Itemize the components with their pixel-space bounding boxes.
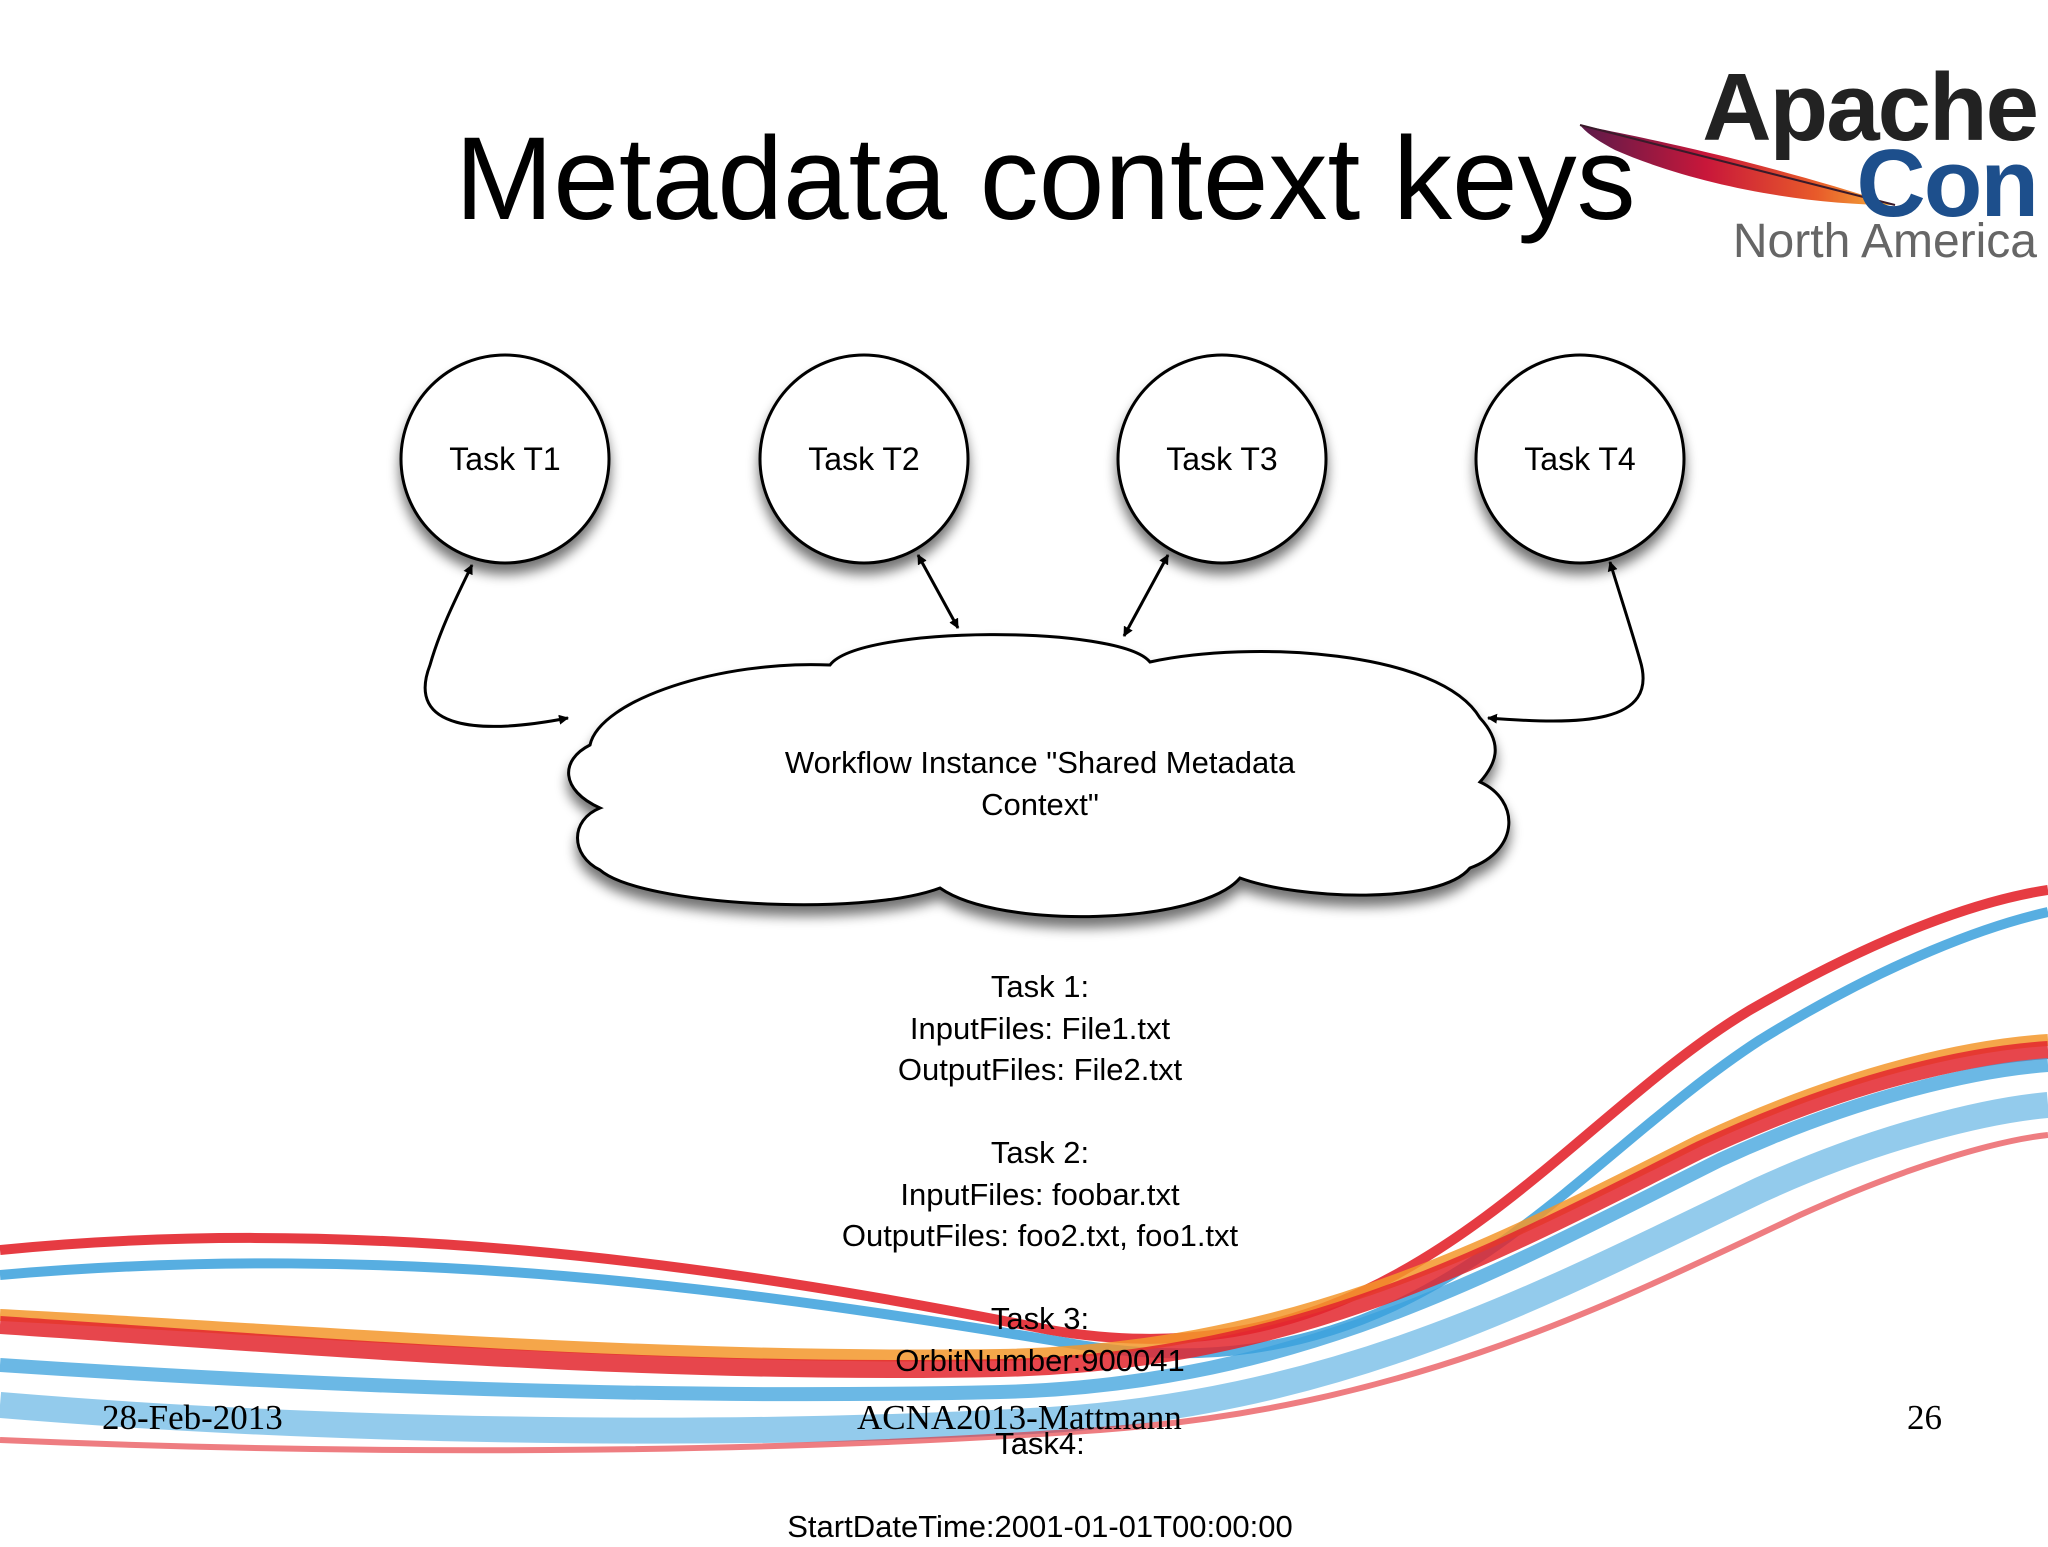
connector-t1 (425, 565, 568, 726)
metadata-text-line: OutputFiles: File2.txt (640, 1049, 1440, 1091)
footer-date: 28-Feb-2013 (102, 1398, 283, 1438)
task-label-t1: Task T1 (400, 441, 610, 478)
connector-t4 (1488, 562, 1643, 721)
task-label-t4: Task T4 (1475, 441, 1685, 478)
footer-center-text: ACNA2013-Mattmann (857, 1398, 1182, 1438)
metadata-text-line: InputFiles: File1.txt (640, 1008, 1440, 1050)
task-label-t3: Task T3 (1117, 441, 1327, 478)
metadata-text-line: Task 2: (640, 1132, 1440, 1174)
cloud-label-line-1: Workflow Instance "Shared Metadata (730, 742, 1350, 784)
metadata-text-line: Task 3: (640, 1298, 1440, 1340)
metadata-text-line (640, 1091, 1440, 1133)
metadata-text-line (640, 1257, 1440, 1299)
connector-t3 (1124, 555, 1168, 636)
metadata-text-line: Task 1: (640, 966, 1440, 1008)
metadata-text-line (640, 1464, 1440, 1506)
footer-page-number: 26 (1907, 1398, 1942, 1438)
metadata-text-line: InputFiles: foobar.txt (640, 1174, 1440, 1216)
metadata-text-line: OutputFiles: foo2.txt, foo1.txt (640, 1215, 1440, 1257)
connector-t2 (918, 555, 958, 628)
cloud-label-line-2: Context" (730, 784, 1350, 826)
cloud-label: Workflow Instance "Shared Metadata Conte… (730, 742, 1350, 826)
task-label-t2: Task T2 (759, 441, 969, 478)
metadata-text-line: OrbitNumber:900041 (640, 1340, 1440, 1382)
metadata-text-line: StartDateTime:2001-01-01T00:00:00 (640, 1506, 1440, 1547)
